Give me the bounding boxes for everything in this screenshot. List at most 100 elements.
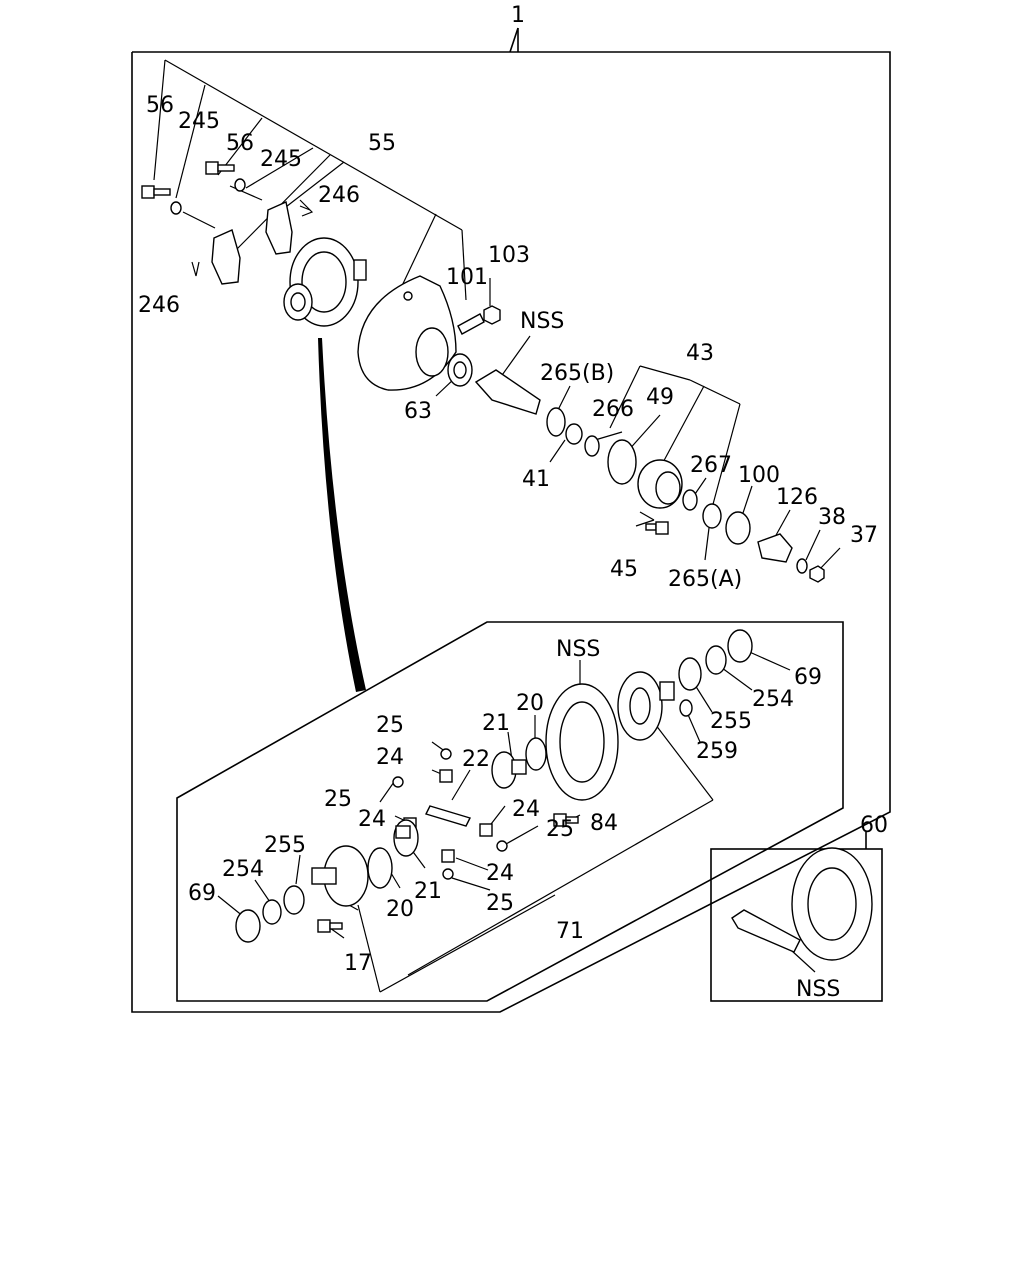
callout-265a: 265(A) xyxy=(668,567,742,592)
pinion-gear-icon xyxy=(439,769,453,783)
callout-245: 245 xyxy=(178,109,220,134)
upper-parts xyxy=(141,161,825,583)
callout-25: 25 xyxy=(486,891,514,916)
pinion-gear-icon xyxy=(479,823,493,837)
shim-icon xyxy=(262,899,282,925)
callout-nss: NSS xyxy=(520,309,564,334)
bearing-icon xyxy=(447,353,473,387)
callout-246: 246 xyxy=(138,293,180,318)
nut-icon xyxy=(809,565,825,583)
callout-69: 69 xyxy=(794,665,822,690)
callout-255: 255 xyxy=(710,709,752,734)
callout-24: 24 xyxy=(376,745,404,770)
shim-icon xyxy=(705,645,727,675)
thrust-washer-icon xyxy=(525,737,547,771)
bearing-cap-icon xyxy=(265,201,293,255)
callout-nss: NSS xyxy=(556,637,600,662)
callout-37: 37 xyxy=(850,523,878,548)
washer-icon xyxy=(796,558,808,574)
callout-21: 21 xyxy=(414,879,442,904)
washer-icon xyxy=(442,868,454,880)
callout-20: 20 xyxy=(386,897,414,922)
callout-265b: 265(B) xyxy=(540,361,614,386)
lock-pin-icon xyxy=(299,199,314,217)
stud-icon xyxy=(457,313,485,335)
callout-nss: NSS xyxy=(796,977,840,1002)
callout-24: 24 xyxy=(512,797,540,822)
bearing-icon xyxy=(565,423,583,445)
retainer-icon xyxy=(637,459,683,509)
spacer-icon xyxy=(678,657,702,691)
pinion-shaft-icon xyxy=(474,369,541,415)
callout-60: 60 xyxy=(860,813,888,838)
differential-subframe xyxy=(176,621,844,1002)
callout-22: 22 xyxy=(462,747,490,772)
callout-38: 38 xyxy=(818,505,846,530)
bearing-cap-icon xyxy=(211,229,241,285)
gear-set-icon xyxy=(731,847,873,961)
callout-69: 69 xyxy=(188,881,216,906)
nut-icon xyxy=(483,305,501,325)
callout-1: 1 xyxy=(511,3,525,28)
side-gear-icon xyxy=(393,819,419,857)
bearing-icon xyxy=(725,511,751,545)
spacer-icon xyxy=(546,407,566,437)
callout-101: 101 xyxy=(446,265,488,290)
callout-71: 71 xyxy=(556,919,584,944)
bolt-icon xyxy=(645,521,669,535)
callout-246: 246 xyxy=(318,183,360,208)
bolt-icon xyxy=(679,699,693,717)
callout-41: 41 xyxy=(522,467,550,492)
cross-shaft-icon xyxy=(425,805,471,827)
ring-gear-icon xyxy=(545,683,619,801)
callout-20: 20 xyxy=(516,691,544,716)
washer-icon xyxy=(682,489,698,511)
shim-icon xyxy=(584,435,600,457)
diff-case-half-icon xyxy=(311,845,369,907)
callout-84: 84 xyxy=(590,811,618,836)
callout-103: 103 xyxy=(488,243,530,268)
washer-icon xyxy=(170,201,182,215)
bolt-icon xyxy=(141,185,171,199)
assembly-frame xyxy=(131,27,891,1013)
spacer-icon xyxy=(283,885,305,915)
oil-seal-icon xyxy=(607,439,637,485)
callout-126: 126 xyxy=(776,485,818,510)
lower-parts xyxy=(235,629,753,943)
assembly-connector-band xyxy=(318,338,366,692)
callout-245: 245 xyxy=(260,147,302,172)
bolt-icon xyxy=(205,161,235,175)
callout-21: 21 xyxy=(482,711,510,736)
callout-17: 17 xyxy=(344,951,372,976)
callout-56: 56 xyxy=(146,93,174,118)
callout-63: 63 xyxy=(404,399,432,424)
callout-56: 56 xyxy=(226,131,254,156)
carrier-housing-icon xyxy=(357,275,457,391)
washer-icon xyxy=(496,840,508,852)
bearing-icon xyxy=(727,629,753,663)
pinion-gear-icon xyxy=(441,849,455,863)
differential-gear-icon xyxy=(283,237,367,327)
bolt-icon xyxy=(317,919,343,933)
callout-259: 259 xyxy=(696,739,738,764)
callout-labels: 1 56 245 56 245 55 246 246 101 103 NSS 6… xyxy=(138,3,888,1002)
callout-45: 45 xyxy=(610,557,638,582)
bearing-icon xyxy=(235,909,261,943)
callout-254: 254 xyxy=(222,857,264,882)
diff-case-icon xyxy=(617,671,675,741)
washer-icon xyxy=(234,178,246,192)
callout-49: 49 xyxy=(646,385,674,410)
callout-55: 55 xyxy=(368,131,396,156)
flange-yoke-icon xyxy=(757,533,793,563)
lock-pin-icon xyxy=(191,261,200,277)
gear-set-frame xyxy=(710,832,883,1002)
washer-icon xyxy=(440,748,452,760)
callout-100: 100 xyxy=(738,463,780,488)
side-gear-icon xyxy=(491,751,527,789)
callout-25: 25 xyxy=(546,817,574,842)
callout-267: 267 xyxy=(690,453,732,478)
callout-43: 43 xyxy=(686,341,714,366)
callout-25: 25 xyxy=(324,787,352,812)
washer-icon xyxy=(392,776,404,788)
